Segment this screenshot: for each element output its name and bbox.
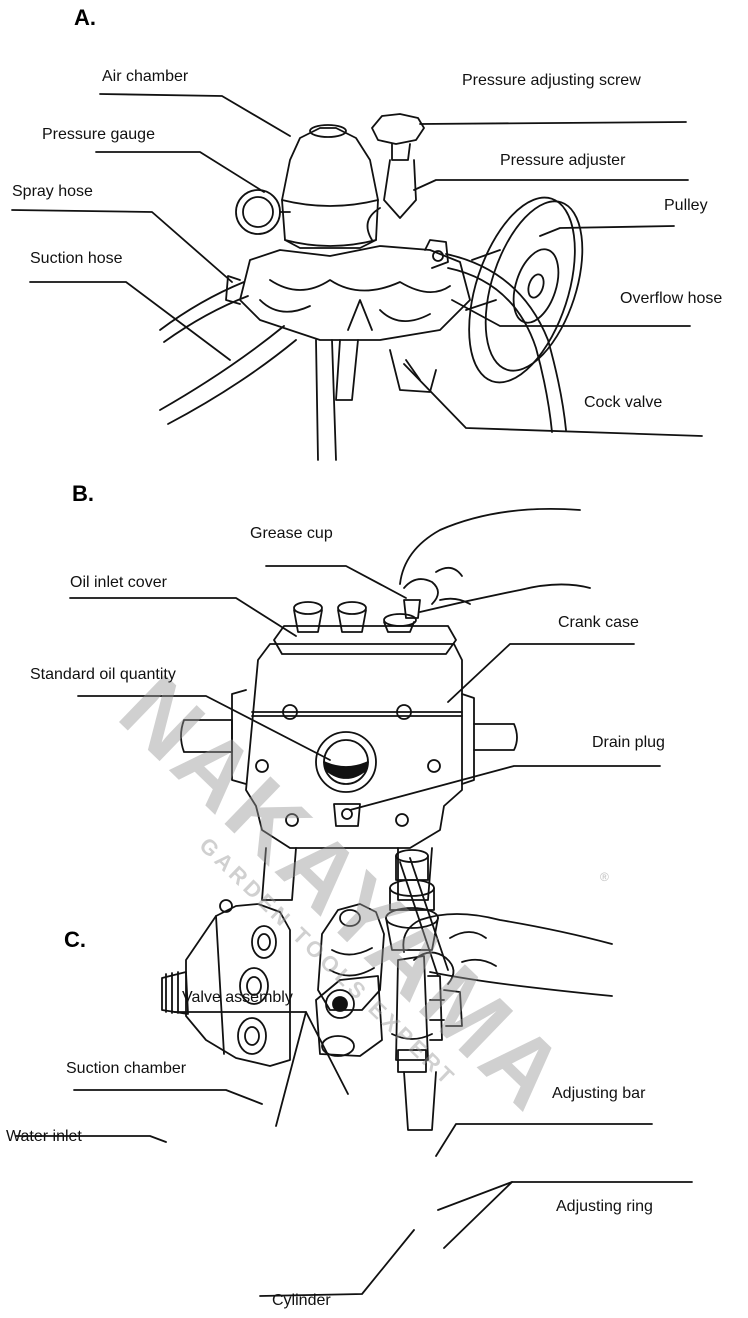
label-adjusting-ring: Adjusting ring (556, 1198, 653, 1216)
section-b-heading: B. (72, 482, 94, 506)
label-standard-oil-quantity: Standard oil quantity (30, 666, 176, 684)
label-pressure-gauge: Pressure gauge (42, 126, 155, 144)
label-air-chamber: Air chamber (102, 68, 188, 86)
label-spray-hose: Spray hose (12, 183, 93, 201)
section-c-heading: C. (64, 928, 86, 952)
section-c-leader-lines (16, 1012, 692, 1296)
label-grease-cup: Grease cup (250, 525, 333, 543)
section-a-heading: A. (74, 6, 96, 30)
label-cock-valve: Cock valve (584, 394, 662, 412)
label-water-inlet: Water inlet (6, 1128, 82, 1146)
label-cylinder: Cylinder (272, 1292, 331, 1310)
label-adjusting-bar: Adjusting bar (552, 1085, 645, 1103)
label-overflow-hose: Overflow hose (620, 290, 722, 308)
label-pressure-adjusting-screw: Pressure adjusting screw (462, 72, 641, 90)
label-crank-case: Crank case (558, 614, 639, 632)
watermark-registered-mark: ® (600, 870, 609, 884)
label-pressure-adjuster: Pressure adjuster (500, 152, 625, 170)
label-valve-assembly: Valve assembly (182, 989, 293, 1007)
label-suction-hose: Suction hose (30, 250, 123, 268)
label-suction-chamber: Suction chamber (66, 1060, 186, 1078)
label-pulley: Pulley (664, 197, 708, 215)
label-drain-plug: Drain plug (592, 734, 665, 752)
label-oil-inlet-cover: Oil inlet cover (70, 574, 167, 592)
